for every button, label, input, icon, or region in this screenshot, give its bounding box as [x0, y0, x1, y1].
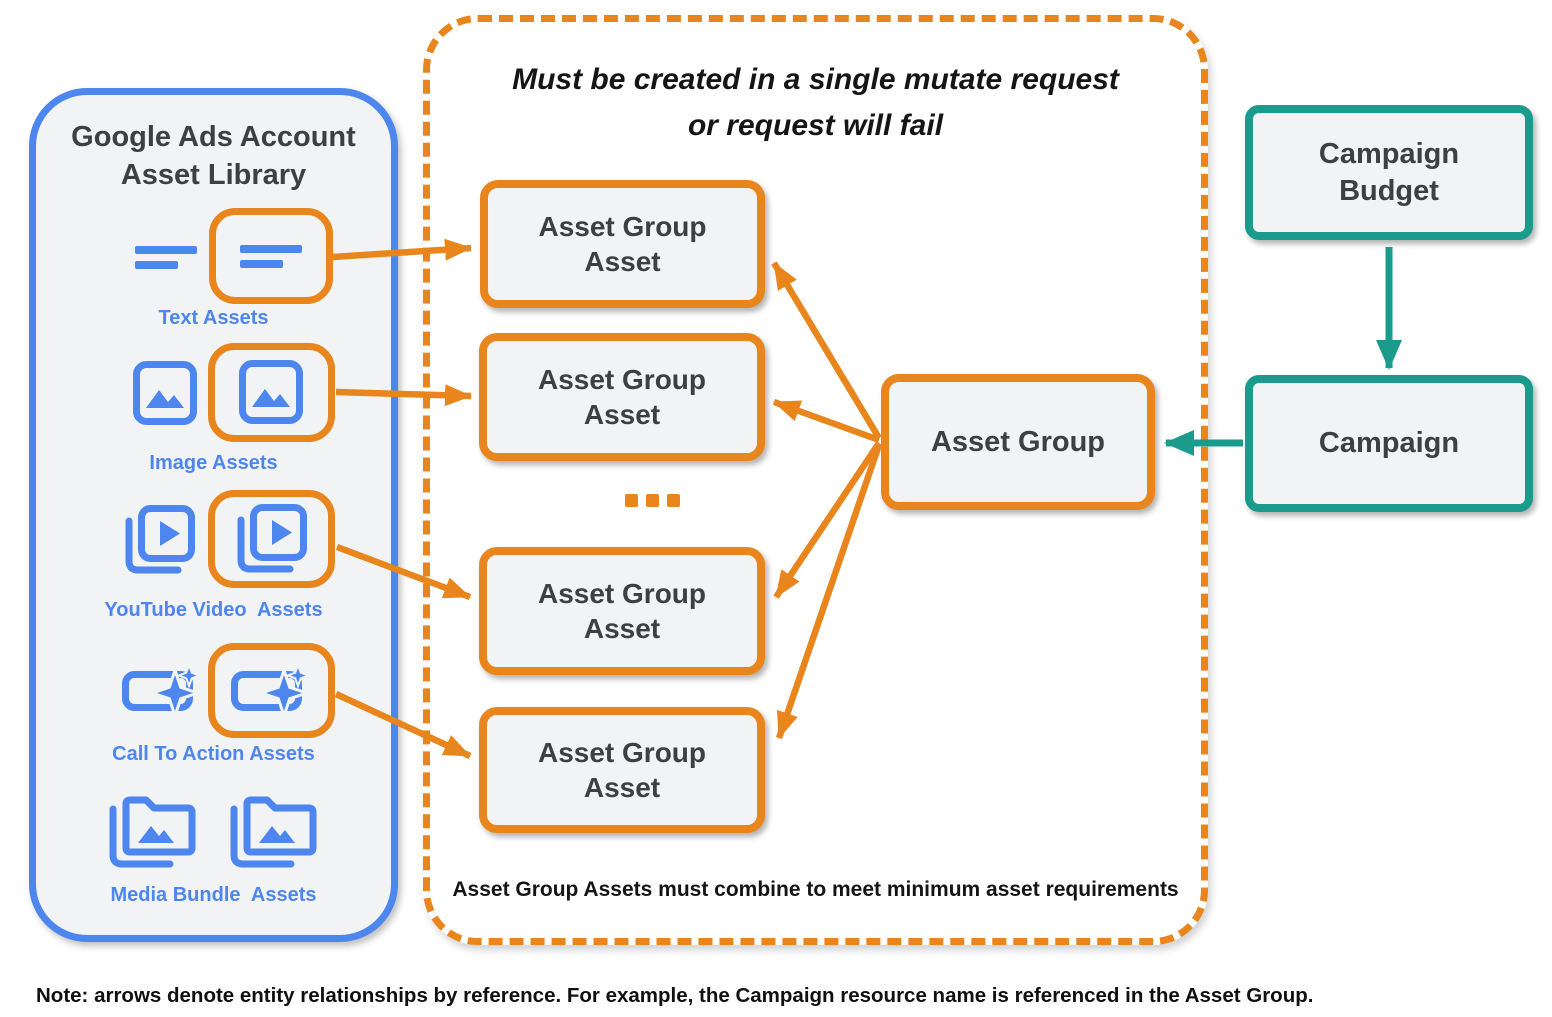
campaign-box: Campaign	[1245, 375, 1533, 512]
mutate-area-title-line1: Must be created in a single mutate reque…	[512, 63, 1119, 96]
media-bundle-assets-label: Media Bundle Assets	[110, 884, 317, 906]
text-asset-icon	[135, 245, 197, 269]
asset-library-title-line2: Asset Library	[120, 159, 307, 191]
media-bundle-asset-icon	[106, 787, 200, 871]
youtube-video-asset-icon	[120, 501, 198, 579]
mutate-area-title: Must be created in a single mutate reque…	[443, 57, 1188, 149]
youtube-video-asset-icon-selected	[232, 500, 310, 578]
campaign-label: Campaign	[1318, 427, 1460, 459]
asset-group-asset-label-line2: Asset	[583, 772, 661, 803]
campaign-budget-label-line1: Campaign	[1318, 137, 1460, 170]
asset-group-asset-label-line1: Asset Group	[537, 737, 707, 768]
campaign-budget-label-line2: Budget	[1339, 174, 1439, 207]
footnote: Note: arrows denote entity relationships…	[36, 984, 1314, 1007]
more-assets-ellipsis	[625, 494, 680, 507]
asset-group-box: Asset Group	[881, 374, 1155, 510]
call-to-action-asset-icon	[122, 666, 202, 714]
asset-library-title: Google Ads Account Asset Library	[29, 118, 398, 194]
highlight-outline-text-asset	[209, 208, 333, 304]
call-to-action-assets-label: Call To Action Assets	[112, 743, 315, 765]
mutate-area-title-line2: or request will fail	[687, 109, 944, 142]
asset-group-asset-label-line1: Asset Group	[537, 364, 707, 395]
highlight-outline-image-asset	[208, 343, 335, 442]
asset-group-asset-box-3: Asset Group Asset	[479, 547, 765, 675]
image-asset-icon	[133, 361, 197, 425]
image-assets-label: Image Assets	[149, 452, 278, 474]
highlight-outline-youtube-asset	[208, 490, 335, 588]
asset-group-asset-box-2: Asset Group Asset	[479, 333, 765, 461]
highlight-outline-cta-asset	[208, 643, 335, 738]
media-bundle-asset-icon-2	[227, 787, 321, 871]
campaign-budget-box: Campaign Budget	[1245, 105, 1533, 240]
asset-group-asset-label-line1: Asset Group	[538, 211, 707, 242]
asset-group-asset-label-line2: Asset	[584, 246, 661, 277]
youtube-video-assets-label: YouTube Video Assets	[104, 599, 323, 621]
mutate-area-caption: Asset Group Assets must combine to meet …	[452, 878, 1179, 901]
text-asset-icon-selected	[240, 244, 302, 268]
image-asset-icon-selected	[239, 360, 303, 424]
asset-library-title-line1: Google Ads Account	[71, 121, 356, 153]
asset-group-asset-label-line1: Asset Group	[537, 578, 707, 609]
asset-group-asset-box-1: Asset Group Asset	[480, 180, 765, 308]
asset-group-label: Asset Group	[930, 425, 1106, 458]
asset-group-asset-label-line2: Asset	[583, 613, 661, 644]
asset-group-asset-box-4: Asset Group Asset	[479, 707, 765, 833]
call-to-action-asset-icon-selected	[231, 666, 311, 714]
text-assets-label: Text Assets	[158, 307, 269, 329]
asset-group-asset-label-line2: Asset	[583, 399, 661, 430]
